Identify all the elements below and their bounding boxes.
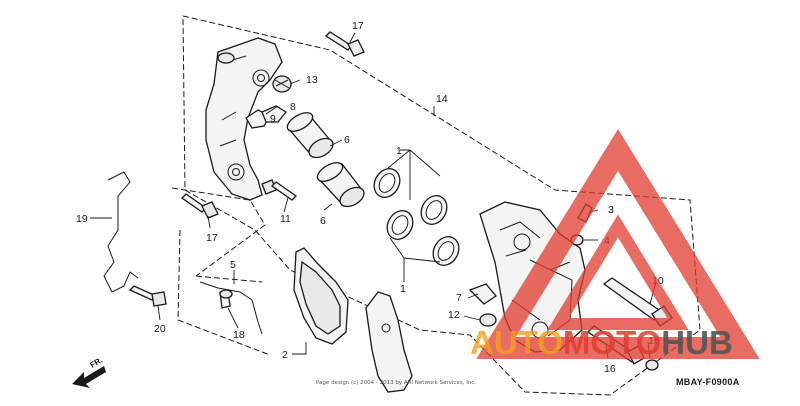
callout-7: 7 bbox=[456, 292, 462, 304]
callout-16: 16 bbox=[604, 363, 616, 375]
callout-6-upper: 6 bbox=[344, 134, 350, 146]
brake-pad-right bbox=[365, 291, 413, 393]
spring-outline bbox=[177, 229, 271, 356]
watermark-part2: MOTO bbox=[563, 324, 661, 361]
callout-13: 13 bbox=[306, 74, 318, 86]
callout-8: 8 bbox=[290, 101, 296, 113]
bolt-20 bbox=[128, 285, 167, 307]
front-direction-arrow: FR. bbox=[72, 355, 106, 388]
callout-1-upper: 1 bbox=[396, 145, 402, 157]
callout-18: 18 bbox=[233, 329, 245, 341]
callout-17-lower: 17 bbox=[206, 232, 218, 244]
callout-11: 11 bbox=[280, 213, 291, 225]
bracket-outline bbox=[171, 187, 266, 283]
bolt-17-top bbox=[324, 31, 365, 57]
callout-6-lower: 6 bbox=[320, 215, 326, 227]
watermark-logo bbox=[476, 129, 760, 359]
caliper-bracket bbox=[205, 37, 283, 201]
callout-5: 5 bbox=[230, 259, 236, 271]
seal-rings bbox=[373, 168, 460, 266]
callout-19: 19 bbox=[76, 213, 88, 225]
piston-lower bbox=[316, 162, 365, 208]
callout-9: 9 bbox=[270, 113, 276, 125]
brake-pad-left bbox=[293, 247, 349, 345]
watermark-text: AUTOMOTOHUB bbox=[470, 324, 733, 361]
callout-2: 2 bbox=[282, 349, 288, 361]
pad-clip-9 bbox=[245, 105, 287, 129]
diagram-code: MBAY-F0900A bbox=[676, 377, 740, 387]
boot-13 bbox=[272, 75, 292, 93]
watermark-part1: AUTO bbox=[470, 324, 563, 361]
bolt-11 bbox=[261, 179, 298, 201]
callout-20: 20 bbox=[154, 323, 166, 335]
callout-17-top: 17 bbox=[352, 20, 364, 32]
copyright-text: Page design (c) 2004 - 2013 by ARI Netwo… bbox=[316, 380, 476, 386]
callout-3: 3 bbox=[608, 204, 614, 216]
callout-1-lower: 1 bbox=[400, 283, 406, 295]
bolt-17-lower bbox=[180, 193, 219, 219]
callout-12: 12 bbox=[448, 309, 460, 321]
clip-5 bbox=[199, 281, 263, 335]
callout-14: 14 bbox=[436, 93, 448, 105]
assembly-outline bbox=[182, 15, 701, 396]
pad-spring-19 bbox=[103, 171, 139, 293]
watermark-part3: HUB bbox=[661, 324, 733, 361]
pad-shim-7 bbox=[468, 283, 497, 305]
piston-upper bbox=[286, 112, 334, 159]
